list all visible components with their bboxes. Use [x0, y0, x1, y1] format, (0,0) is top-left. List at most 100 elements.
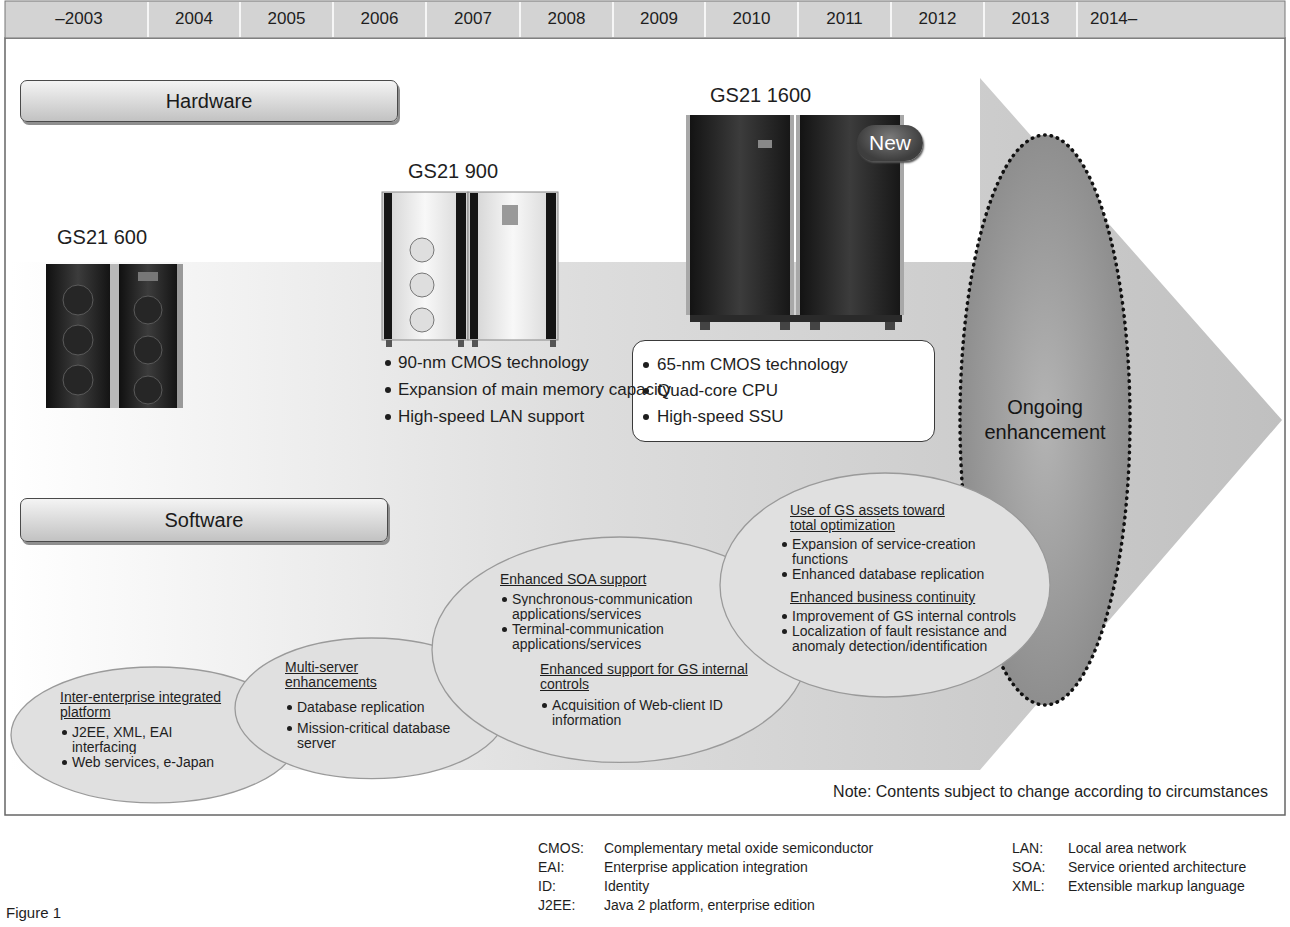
year-label: 2012 [919, 9, 957, 29]
ellipse-shape [720, 473, 1050, 697]
bullet-dot [643, 414, 649, 420]
gs21-600-illustration [46, 264, 183, 408]
heading-item: Enhanced support for GS internal control… [540, 662, 790, 692]
bullet-item: 65-nm CMOS technology [657, 352, 848, 378]
bullet-dot [782, 629, 787, 634]
item-text: Database replication [297, 699, 425, 715]
model-name: GS21 1600 [710, 84, 811, 107]
bullet-dot [502, 597, 507, 602]
year-label: 2011 [826, 9, 863, 29]
abbreviation-definition: Enterprise application integration [604, 859, 808, 875]
abbreviation-term: ID: [538, 878, 556, 894]
abbreviation-term: EAI: [538, 859, 564, 875]
bullet-dot [287, 705, 292, 710]
bullet-item: J2EE, XML, EAI interfacing [60, 725, 210, 755]
abbreviation-definition: Local area network [1068, 840, 1186, 856]
bullet-item: High-speed LAN support [383, 405, 584, 429]
group-heading: Enhanced business continuity [790, 589, 975, 605]
group-heading: Enhanced SOA support [500, 571, 646, 587]
bullet-item: Terminal-communication applications/serv… [500, 622, 730, 652]
bullet-dot [782, 542, 787, 547]
bullet-item: Expansion of service-creation functions [780, 537, 990, 567]
item-text: Web services, e-Japan [72, 754, 214, 770]
bullet-dot [287, 726, 292, 731]
abbreviation-definition: Extensible markup language [1068, 878, 1245, 894]
abbreviation-definition: Complementary metal oxide semiconductor [604, 840, 873, 856]
bullet-dot [782, 572, 787, 577]
abbreviation-term: XML: [1012, 878, 1045, 894]
bullet-dot [62, 760, 67, 765]
year-label: 2006 [361, 9, 399, 29]
abbreviation-definition: Service oriented architecture [1068, 859, 1246, 875]
section-heading: Software [165, 509, 244, 532]
group-heading: Inter-enterprise integrated platform [60, 689, 221, 720]
year-label: 2007 [454, 9, 492, 29]
bullet-item: Mission-critical database server [285, 721, 465, 751]
bullet-dot [385, 414, 391, 420]
feature-text: High-speed SSU [657, 407, 784, 426]
item-text: Synchronous-communication applications/s… [512, 591, 693, 622]
year-bar [5, 1, 1285, 38]
feature-list: 90-nm CMOS technologyExpansion of main m… [383, 351, 633, 432]
bullet-item: Acquisition of Web-client ID information [540, 698, 745, 728]
feature-box: 65-nm CMOS technologyQuad-core CPU High-s… [632, 340, 935, 442]
feature-text: Expansion of main memory capacity [398, 380, 671, 399]
bullet-item: Localization of fault resistance and ano… [780, 624, 1040, 654]
bullet-item: Expansion of main memory capacity [383, 378, 671, 402]
bullet-dot [643, 362, 649, 368]
item-text: Expansion of service-creation functions [792, 536, 976, 567]
bullet-dot [502, 627, 507, 632]
year-label: 2009 [640, 9, 678, 29]
bullet-item: High-speed SSU [657, 404, 784, 430]
frame [5, 38, 1285, 815]
feature-text: 90-nm CMOS technology [398, 353, 589, 372]
heading-item: Use of GS assets toward total optimizati… [790, 503, 970, 533]
model-name: GS21 600 [57, 226, 147, 249]
group-heading: Enhanced support for GS internal control… [540, 661, 748, 692]
year-label: 2005 [268, 9, 306, 29]
year-label: –2003 [55, 9, 102, 29]
group-heading: Multi-server enhancements [285, 659, 377, 690]
group-heading: Use of GS assets toward total optimizati… [790, 502, 945, 533]
badge-text: New [869, 131, 911, 154]
bullet-dot [782, 614, 787, 619]
abbreviation-definition: Java 2 platform, enterprise edition [604, 897, 815, 913]
year-label: 2004 [175, 9, 213, 29]
heading-item: Multi-server enhancements [285, 660, 395, 690]
figure-caption: Figure 1 [6, 904, 61, 921]
ellipse-content: Use of GS assets toward total optimizati… [780, 503, 1040, 654]
item-text: Terminal-communication applications/serv… [512, 621, 664, 652]
bullet-dot [62, 730, 67, 735]
item-text: Improvement of GS internal controls [792, 608, 1016, 624]
item-text: Enhanced database replication [792, 566, 984, 582]
abbreviation-term: CMOS: [538, 840, 584, 856]
bullet-dot [385, 360, 391, 366]
year-label: 2008 [548, 9, 586, 29]
item-text: J2EE, XML, EAI interfacing [72, 724, 172, 755]
year-label: 2014– [1090, 9, 1137, 29]
feature-text: Quad-core CPU [657, 381, 778, 400]
section-tab: Hardware [20, 80, 398, 122]
note-text: Note: Contents subject to change accordi… [833, 783, 1268, 801]
item-text: Acquisition of Web-client ID information [552, 697, 723, 728]
year-label: 2013 [1012, 9, 1050, 29]
bullet-item: Synchronous-communication applications/s… [500, 592, 730, 622]
abbreviation-term: J2EE: [538, 897, 575, 913]
abbreviation-term: LAN: [1012, 840, 1043, 856]
bullet-dot [385, 387, 391, 393]
heading-item: Enhanced SOA support [500, 572, 646, 587]
abbreviation-term: SOA: [1012, 859, 1045, 875]
feature-text: High-speed LAN support [398, 407, 584, 426]
item-text: Mission-critical database server [297, 720, 450, 751]
section-tab: Software [20, 498, 388, 542]
gs21-900-illustration [382, 192, 558, 347]
bullet-item: Quad-core CPU [657, 378, 778, 404]
bullet-item: Enhanced database replication [780, 567, 984, 582]
bullet-item: 90-nm CMOS technology [383, 351, 589, 375]
bullet-item: Web services, e-Japan [60, 755, 214, 770]
item-text: Localization of fault resistance and ano… [792, 623, 1007, 654]
year-label: 2010 [733, 9, 771, 29]
abbreviation-definition: Identity [604, 878, 649, 894]
bullet-item: Improvement of GS internal controls [780, 609, 1016, 624]
model-name: GS21 900 [408, 160, 498, 183]
